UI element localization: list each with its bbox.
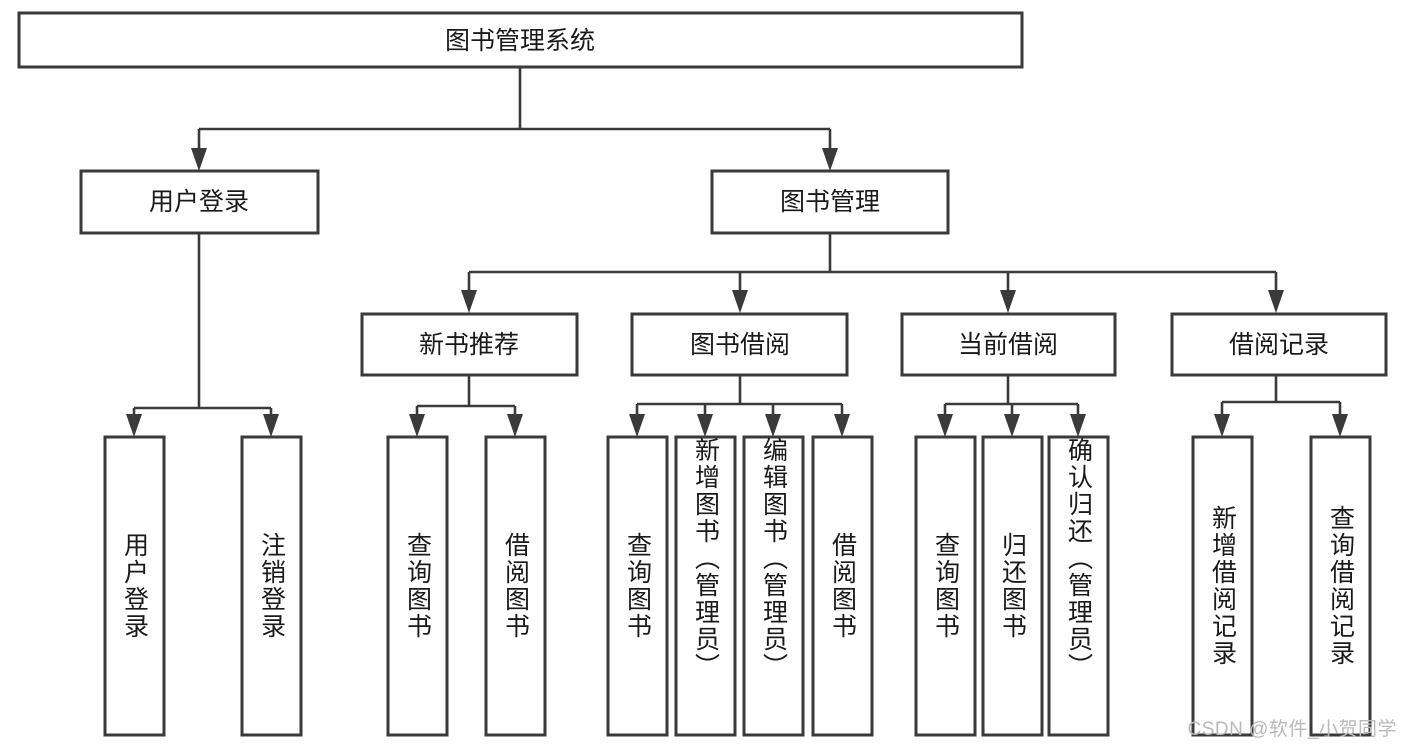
node-user-login[interactable]: 用户登录 xyxy=(79,169,320,235)
node-current-borrow[interactable]: 当前借阅 xyxy=(900,312,1117,377)
leaf-box-current-borrow-1[interactable] xyxy=(914,435,977,737)
connector-group-book-mgmt xyxy=(461,233,1284,313)
arrowhead-leaf-new-book-1 xyxy=(409,414,425,437)
leaf-box-book-borrow-2[interactable] xyxy=(674,435,737,737)
connector-group-new-book xyxy=(409,375,523,437)
arrowhead-leaf-book-borrow-4 xyxy=(834,414,850,437)
connector-group-current-borrow xyxy=(937,375,1086,437)
leaf-boxes-new-book-recommend xyxy=(386,435,547,737)
node-current-borrow-box xyxy=(900,312,1117,377)
arrowhead-leaf-current-borrow-3 xyxy=(1070,414,1086,437)
arrowhead-user-login xyxy=(191,148,207,171)
leaf-box-borrow-record-1[interactable] xyxy=(1191,435,1254,737)
node-new-book-recommend[interactable]: 新书推荐 xyxy=(360,312,579,377)
arrowhead-leaf-book-borrow-2 xyxy=(697,414,713,437)
node-book-borrow-label: 图书借阅 xyxy=(690,331,790,359)
node-book-management-label: 图书管理 xyxy=(780,188,880,216)
node-borrow-record[interactable]: 借阅记录 xyxy=(1170,312,1388,377)
leaf-box-new-book-1[interactable] xyxy=(386,435,449,737)
leaf-box-borrow-record-2[interactable] xyxy=(1309,435,1372,737)
node-borrow-record-label: 借阅记录 xyxy=(1229,331,1329,359)
node-borrow-record-box xyxy=(1170,312,1388,377)
arrowhead-book-mgmt xyxy=(822,148,838,171)
leaf-box-user-login-2[interactable] xyxy=(240,435,303,737)
leaf-boxes-borrow-record xyxy=(1191,435,1372,737)
node-root-book-management-system[interactable]: 图书管理系统 xyxy=(17,11,1024,69)
arrowhead-leaf-borrow-record-1 xyxy=(1214,414,1230,437)
leaf-box-book-borrow-1[interactable] xyxy=(606,435,669,737)
leaf-boxes-book-borrow xyxy=(606,435,874,737)
connector-group-book-borrow xyxy=(629,375,850,437)
leaf-box-current-borrow-2[interactable] xyxy=(981,435,1044,737)
arrowhead-leaf-book-borrow-3 xyxy=(765,414,781,437)
node-user-login-box xyxy=(79,169,320,235)
arrowhead-new-book xyxy=(461,290,477,313)
arrowhead-borrow-record xyxy=(1268,290,1284,313)
arrowhead-leaf-borrow-record-2 xyxy=(1332,414,1348,437)
leaf-box-book-borrow-3[interactable] xyxy=(742,435,805,737)
node-book-borrow[interactable]: 图书借阅 xyxy=(630,312,849,377)
leaf-box-book-borrow-4[interactable] xyxy=(811,435,874,737)
arrowhead-leaf-new-book-2 xyxy=(507,414,523,437)
leaf-boxes-user-login xyxy=(103,435,303,737)
arrowhead-leaf-user-login-2 xyxy=(263,414,279,437)
arrowhead-leaf-book-borrow-1 xyxy=(629,414,645,437)
connector-group-root xyxy=(191,67,838,171)
arrowhead-leaf-current-borrow-2 xyxy=(1004,414,1020,437)
leaf-box-new-book-2[interactable] xyxy=(484,435,547,737)
connector-group-borrow-record xyxy=(1214,375,1348,437)
node-current-borrow-label: 当前借阅 xyxy=(958,331,1058,359)
arrowhead-current-borrow xyxy=(1000,290,1016,313)
leaf-box-current-borrow-3[interactable] xyxy=(1047,435,1110,737)
connector-group-user-login xyxy=(126,233,279,437)
watermark: CSDN @软件_小贺同学 xyxy=(1187,719,1397,740)
arrowhead-leaf-user-login-1 xyxy=(126,414,142,437)
leaf-box-user-login-1[interactable] xyxy=(103,435,166,737)
node-book-management[interactable]: 图书管理 xyxy=(710,169,950,235)
leaf-boxes-current-borrow xyxy=(914,435,1110,737)
arrowhead-leaf-current-borrow-1 xyxy=(937,414,953,437)
node-new-book-recommend-box xyxy=(360,312,579,377)
node-book-management-box xyxy=(710,169,950,235)
node-root-box xyxy=(17,11,1024,69)
node-root-label: 图书管理系统 xyxy=(445,27,595,55)
node-new-book-recommend-label: 新书推荐 xyxy=(419,331,519,359)
node-book-borrow-box xyxy=(630,312,849,377)
arrowhead-book-borrow xyxy=(732,290,748,313)
node-user-login-label: 用户登录 xyxy=(149,188,249,216)
